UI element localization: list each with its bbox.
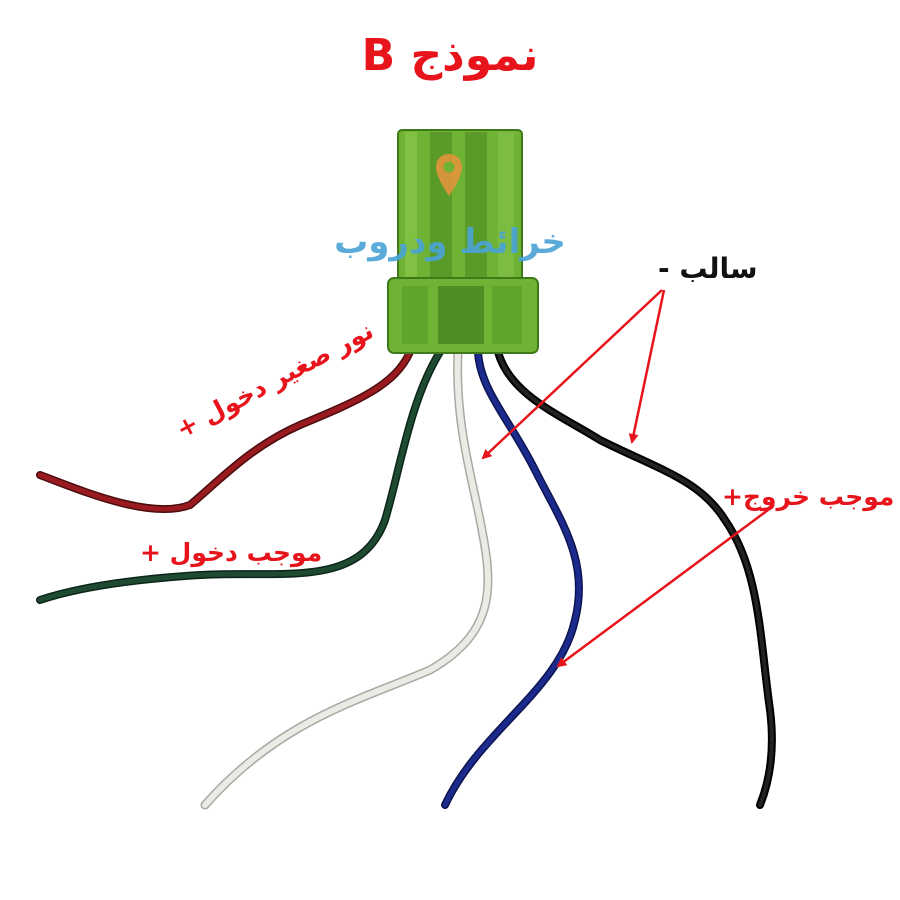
ground-arrows — [481, 289, 666, 460]
wire-blue — [441, 348, 583, 809]
watermark-text: خرائط ودروب — [334, 222, 566, 262]
location-pin-icon — [436, 154, 462, 196]
green-connector — [387, 129, 539, 354]
label-ground: سالب - — [658, 252, 758, 285]
label-positive-in: موجب دخول + — [140, 538, 323, 567]
wire-green — [36, 348, 444, 604]
diagram-title: نموذج B — [361, 30, 539, 81]
label-positive-out: موجب خروج+ — [722, 482, 895, 511]
wire-red — [36, 348, 414, 513]
positive-out-arrow — [556, 505, 773, 668]
wire-white — [200, 347, 493, 810]
wire-black — [494, 348, 776, 809]
